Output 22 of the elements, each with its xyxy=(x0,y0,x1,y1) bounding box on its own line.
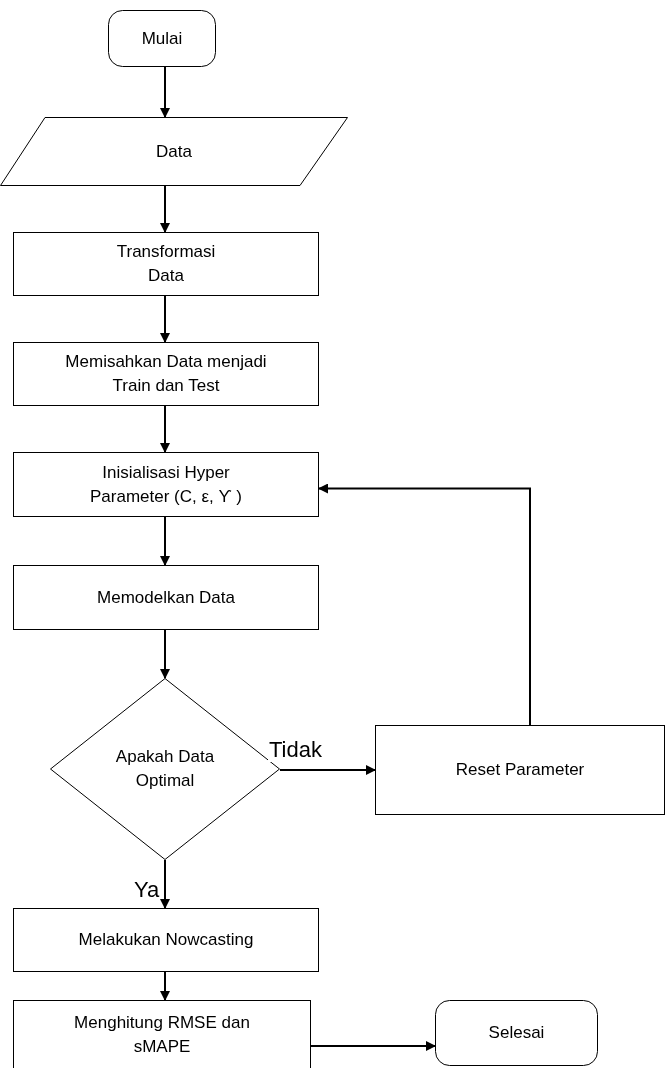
arrow xyxy=(160,66,170,118)
arrow xyxy=(160,859,170,909)
arrow xyxy=(279,765,376,775)
arrow xyxy=(310,1041,436,1051)
terminal-box: Selesai xyxy=(435,1000,598,1066)
arrow xyxy=(160,405,170,453)
process-box: Menghitung RMSE dan sMAPE xyxy=(13,1000,311,1068)
terminal-box: Mulai xyxy=(108,10,216,67)
process-box: Melakukan Nowcasting xyxy=(13,908,319,972)
process-box: Memisahkan Data menjadi Train dan Test xyxy=(13,342,319,406)
data-parallelogram: Data xyxy=(0,117,348,186)
process-box: Transformasi Data xyxy=(13,232,319,296)
process-box: Reset Parameter xyxy=(375,725,665,815)
arrow xyxy=(318,483,531,726)
process-box: Memodelkan Data xyxy=(13,565,319,630)
arrow xyxy=(160,629,170,679)
arrow xyxy=(160,185,170,233)
arrow xyxy=(160,295,170,343)
arrow xyxy=(160,971,170,1001)
arrow xyxy=(160,516,170,566)
process-box: Inisialisasi Hyper Parameter (C, ε, ϒ ) xyxy=(13,452,319,517)
edge-label: Tidak xyxy=(268,738,323,762)
